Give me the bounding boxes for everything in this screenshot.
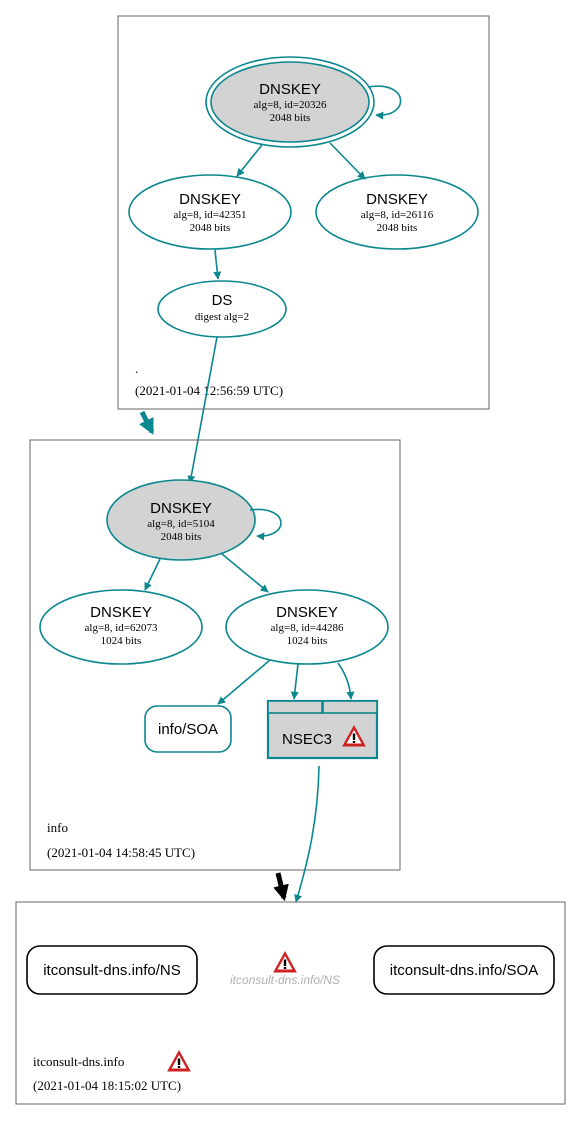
edge-nsec3-to-itconsult [294,765,320,903]
node-title: DNSKEY [150,500,212,517]
delegation-edge-info-to-itconsult [273,872,289,902]
zone-name-info: info [47,820,68,835]
itconsult-ns-missing-node[interactable]: itconsult-dns.info/NS [230,950,340,987]
node-detail: alg=8, id=20326 [254,99,327,111]
edge-zsk1-to-ds [213,249,222,280]
info-zsk-62073-node[interactable]: DNSKEY alg=8, id=62073 1024 bits [39,589,203,665]
node-detail: alg=8, id=26116 [361,209,434,221]
root-ksk-node[interactable]: DNSKEY alg=8, id=20326 2048 bits [205,56,375,148]
node-detail: digest alg=2 [195,311,249,323]
node-title: DNSKEY [366,191,428,208]
warning-triangle-icon [342,724,366,747]
node-detail: alg=8, id=5104 [147,518,215,530]
edge-zsk2-to-soa [217,659,271,705]
root-zsk-42351-node[interactable]: DNSKEY alg=8, id=42351 2048 bits [128,174,292,250]
warning-triangle-icon [167,1049,191,1072]
info-soa-node[interactable]: info/SOA [144,705,232,753]
node-title: DNSKEY [179,191,241,208]
node-detail: 2048 bits [161,531,202,543]
edge-info-ksk-to-zsk2 [221,553,269,593]
node-title: DNSKEY [276,604,338,621]
node-label: itconsult-dns.info/NS [230,973,340,987]
zone-timestamp-itconsult: (2021-01-04 18:15:02 UTC) [33,1078,181,1093]
node-label: itconsult-dns.info/SOA [390,962,538,979]
node-detail: 2048 bits [377,222,418,234]
zone-cluster-itconsult: itconsult-dns.info (2021-01-04 18:15:02 … [15,901,566,1105]
node-detail: alg=8, id=42351 [174,209,247,221]
zone-name-itconsult: itconsult-dns.info [33,1054,124,1069]
root-zsk-26116-node[interactable]: DNSKEY alg=8, id=26116 2048 bits [315,174,479,250]
itconsult-ns-node[interactable]: itconsult-dns.info/NS [26,945,198,995]
self-sign-edge [367,85,402,120]
node-title: DNSKEY [90,604,152,621]
edge-ds-to-info-ksk [187,336,218,484]
warning-triangle-icon [273,950,297,973]
node-detail: alg=8, id=62073 [85,622,158,634]
self-sign-edge [249,508,282,541]
delegation-edge-root-to-info [139,410,155,435]
info-ksk-node[interactable]: DNSKEY alg=8, id=5104 2048 bits [106,479,256,561]
edge-info-ksk-to-zsk1 [144,558,161,591]
edge-zsk2-to-nsec3-b [337,662,355,700]
info-ds-node[interactable]: DS digest alg=2 [157,280,287,338]
node-label: info/SOA [158,721,218,738]
zone-timestamp-root: (2021-01-04 12:56:59 UTC) [135,383,283,398]
node-detail: alg=8, id=44286 [271,622,344,634]
node-detail: 2048 bits [270,112,311,124]
node-title: DNSKEY [259,81,321,98]
zone-name-root: . [135,361,138,376]
node-detail: 2048 bits [190,222,231,234]
zone-cluster-info: info (2021-01-04 14:58:45 UTC) [29,439,401,871]
node-label: NSEC3 [282,731,332,748]
itconsult-soa-node[interactable]: itconsult-dns.info/SOA [373,945,555,995]
info-zsk-44286-node[interactable]: DNSKEY alg=8, id=44286 1024 bits [225,589,389,665]
zone-timestamp-info: (2021-01-04 14:58:45 UTC) [47,845,195,860]
node-detail: 1024 bits [287,635,328,647]
edge-ksk-to-zsk2 [329,142,366,180]
info-nsec3-node[interactable]: NSEC3 [266,699,379,760]
edge-zsk2-to-nsec3-a [290,663,299,700]
node-title: DS [212,292,233,309]
edge-ksk-to-zsk1 [236,144,263,177]
node-detail: 1024 bits [101,635,142,647]
node-label: itconsult-dns.info/NS [43,962,181,979]
zone-cluster-root: . (2021-01-04 12:56:59 UTC) [117,15,490,410]
